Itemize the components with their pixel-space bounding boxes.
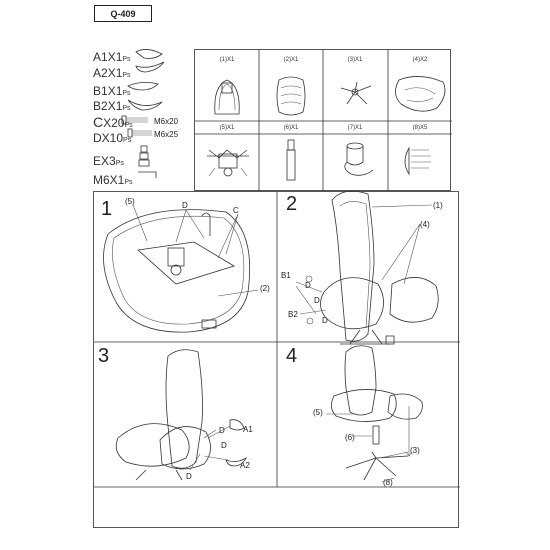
armrest-cover-icon: [135, 49, 163, 59]
step-number-3: 3: [98, 345, 110, 367]
step-number-4: 4: [286, 345, 298, 367]
step2-callout-backrest: (1): [433, 201, 443, 210]
spacer-icon: [138, 145, 150, 167]
hardware-item-a1: A1X1Ps: [93, 50, 131, 64]
back-cover-icon: [127, 82, 159, 91]
model-label: Q-409: [94, 5, 152, 22]
hardware-item-b1: B1X1Ps: [93, 84, 131, 98]
armrest-icon: [395, 76, 446, 112]
step1-callout-c: C: [233, 206, 239, 215]
step4-callout-caster: (8): [383, 478, 393, 487]
step3-illustration: [115, 349, 247, 481]
hardware-item-d: DX10Ps: [93, 131, 132, 145]
step3-callout-d1: D: [221, 441, 227, 450]
backrest-icon: [214, 79, 240, 115]
hardware-item-b2: B2X1Ps: [93, 99, 131, 113]
step2-callout-d3: D: [322, 316, 328, 325]
base-icon: [340, 81, 372, 105]
parts-table: (1)X1 (2)X1 (3)X1 (4)X2 (5)X1 (6)X1 (7)X…: [194, 49, 452, 192]
part-label-5: (5)X1: [219, 125, 235, 131]
step-number-1: 1: [101, 198, 113, 220]
step2-callout-b1: B1: [281, 271, 291, 280]
back-cover-icon: [127, 99, 163, 111]
part-label-1: (1)X1: [219, 57, 235, 63]
step3-callout-a2: A2: [240, 461, 250, 470]
allen-key-icon: [138, 171, 157, 178]
hardware-size-d: M6x25: [154, 130, 179, 139]
screw-icon: [121, 115, 148, 125]
hardware-size-c: M6x20: [154, 117, 179, 126]
part-label-6: (6)X1: [283, 125, 299, 131]
step2-callout-d2: D: [305, 281, 311, 290]
step3-callout-d3: D: [186, 472, 192, 481]
step4-illustration: [326, 345, 423, 483]
step4-callout-mechanism: (5): [313, 408, 323, 417]
step2-callout-d1: D: [314, 296, 320, 305]
step2-callout-armrest: (4): [420, 220, 430, 229]
armrest-cover-icon: [135, 61, 165, 73]
seat-icon: [276, 76, 306, 116]
step1-callout-seat: (2): [260, 284, 270, 293]
step2-illustration: [295, 190, 439, 345]
part-label-7: (7)X1: [347, 125, 363, 131]
cylinder-cover-icon: [344, 142, 374, 176]
step-number-2: 2: [286, 193, 298, 215]
step1-callout-d: D: [182, 201, 188, 210]
step1-callout-mechanism: (5): [125, 197, 135, 206]
hardware-item-a2: A2X1Ps: [93, 66, 131, 80]
hardware-item-m6: M6X1Ps: [93, 173, 133, 187]
part-label-8: (8)X5: [412, 125, 428, 131]
step3-callout-a1: A1: [243, 425, 253, 434]
hardware-item-c: CX20Ps: [93, 114, 133, 130]
step1-illustration: [103, 204, 259, 333]
step2-callout-b2: B2: [288, 310, 298, 319]
step4-callout-base: (3): [410, 446, 420, 455]
part-label-2: (2)X1: [283, 57, 299, 63]
assembly-grid: [93, 191, 460, 528]
hardware-item-e: EX3Ps: [93, 154, 124, 168]
caster-icon: [404, 146, 431, 176]
step4-callout-cylinder: (6): [345, 433, 355, 442]
mechanism-icon: [207, 149, 249, 177]
part-label-3: (3)X1: [347, 57, 363, 63]
gas-cylinder-icon: [286, 139, 296, 181]
part-label-4: (4)X2: [412, 57, 428, 63]
screw-icon: [127, 128, 152, 138]
